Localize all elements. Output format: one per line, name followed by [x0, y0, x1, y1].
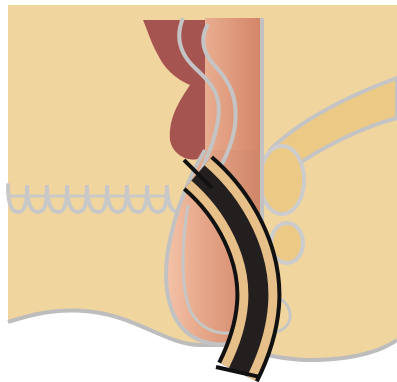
round-gland [260, 146, 304, 214]
